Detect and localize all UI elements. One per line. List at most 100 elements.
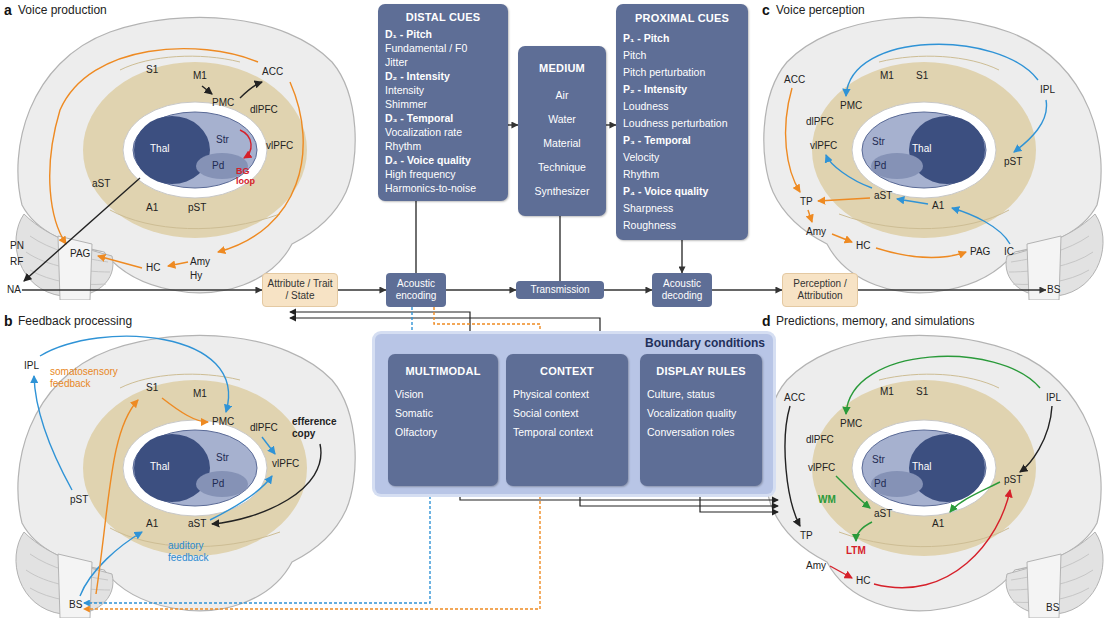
process-box: Acoustic encoding [386,273,446,307]
region-label: TP [800,196,813,208]
region-label: M1 [193,388,207,400]
condition-box: MULTIMODALVisionSomaticOlfactory [388,354,498,486]
region-node: BS [68,598,83,612]
boundary-panel: Boundary conditionsMULTIMODALVisionSomat… [375,334,773,494]
pathway [34,376,72,490]
pathway [846,44,1038,96]
region-label: A1 [932,518,944,530]
condition-box: DISPLAY RULESCulture, statusVocalization… [640,354,762,486]
region-label: dlPFC [806,434,834,446]
pathway [785,406,800,526]
flow-connector [22,289,262,290]
brain-c [764,17,1103,300]
pathway [874,490,1010,588]
box-text: Synthesizer [525,179,599,203]
region-label: PMC [840,100,862,112]
region-label: aST [92,178,110,190]
box-heading: DISPLAY RULES [647,362,755,381]
box-heading: BS [1047,283,1060,297]
panel-title: Voice production [18,4,107,17]
box-text: Air [525,83,599,107]
region-label: vlPFC [808,462,835,474]
region-label: pST [188,202,206,214]
process-box: Attribute / Trait / State [262,273,338,307]
medium-box: MEDIUMAirWaterMaterialTechniqueSynthesiz… [518,46,606,216]
flow-connector [83,486,430,603]
region-label: WM [818,494,836,506]
box-text: Harmonics-to-noise [385,181,501,195]
region-label: Pd [874,160,886,172]
region-label: A1 [146,202,158,214]
region-label: ACC [784,392,805,404]
panel-letter: a [4,3,12,17]
pathway [240,82,262,98]
region-label: A1 [932,200,944,212]
region-label: PMC [212,416,234,428]
pathway [40,336,229,412]
boundary-influence-lines [290,312,778,512]
flow-connector [508,124,518,125]
region-label: pST [1004,156,1022,168]
box-text: P₄ - Voice quality [623,183,741,200]
box-heading: BS [69,598,82,612]
box-heading: Boundary conditions [645,336,765,350]
box-heading: NA [7,283,21,297]
cue-box: DISTAL CUESD₁ - PitchFundamental / F0Jit… [378,4,508,201]
pathway [818,198,870,201]
region-label: pST [70,494,88,506]
box-text: Technique [525,155,599,179]
pathway [210,476,272,520]
box-heading: Perception / Attribution [787,278,853,302]
region-label: aST [874,508,892,520]
box-text: Somatic [395,404,491,423]
box-text: Roughness [623,217,741,234]
region-label: BS [1046,602,1059,614]
region-label: IC [1004,246,1014,258]
panel-title: Voice perception [776,4,865,17]
region-label: Str [872,136,885,148]
box-text: Social context [513,404,621,423]
flow-connector [712,289,782,290]
region-label: S1 [146,64,158,76]
box-heading: DISTAL CUES [385,10,501,24]
pathway [50,49,258,244]
region-label: aST [874,190,892,202]
region-label: A1 [146,518,158,530]
pathway-label: somatosensory feedback [50,366,130,389]
box-text: Sharpness [623,200,741,217]
region-label: TP [800,530,813,542]
pathways-c [786,44,1047,257]
region-label: dlPFC [250,104,278,116]
box-heading: MULTIMODAL [395,362,491,381]
region-label: Amy [806,226,826,238]
box-heading: MEDIUM [525,56,599,80]
region-label: dlPFC [250,422,278,434]
pathway [212,444,321,524]
region-label: Amy [806,560,826,572]
box-text: Conversation roles [647,423,755,442]
box-text: Water [525,107,599,131]
region-label: IPL [1046,392,1061,404]
region-label: PN [10,240,24,252]
process-box: Perception / Attribution [782,273,858,307]
pathway [846,356,1040,414]
region-label: IPL [1040,84,1055,96]
region-label: LTM [846,545,866,557]
box-text: Temporal context [513,423,621,442]
region-label: Amy [190,256,210,268]
box-text: Culture, status [647,385,755,404]
process-box: Transmission [516,281,604,299]
region-label: ACC [784,74,805,86]
region-label: Pd [212,478,224,490]
box-text: Fundamental / F0 [385,41,501,55]
region-label: M1 [880,386,894,398]
box-text: P₁ - Pitch [623,30,741,47]
box-heading: Acoustic encoding [390,278,442,302]
box-text: Loudness perturbation [623,115,741,132]
pathway-label: BG loop [236,166,262,187]
brain-b [16,335,355,618]
flow-connector [606,124,616,125]
pathway [98,256,142,268]
box-heading: Attribute / Trait / State [267,278,333,302]
